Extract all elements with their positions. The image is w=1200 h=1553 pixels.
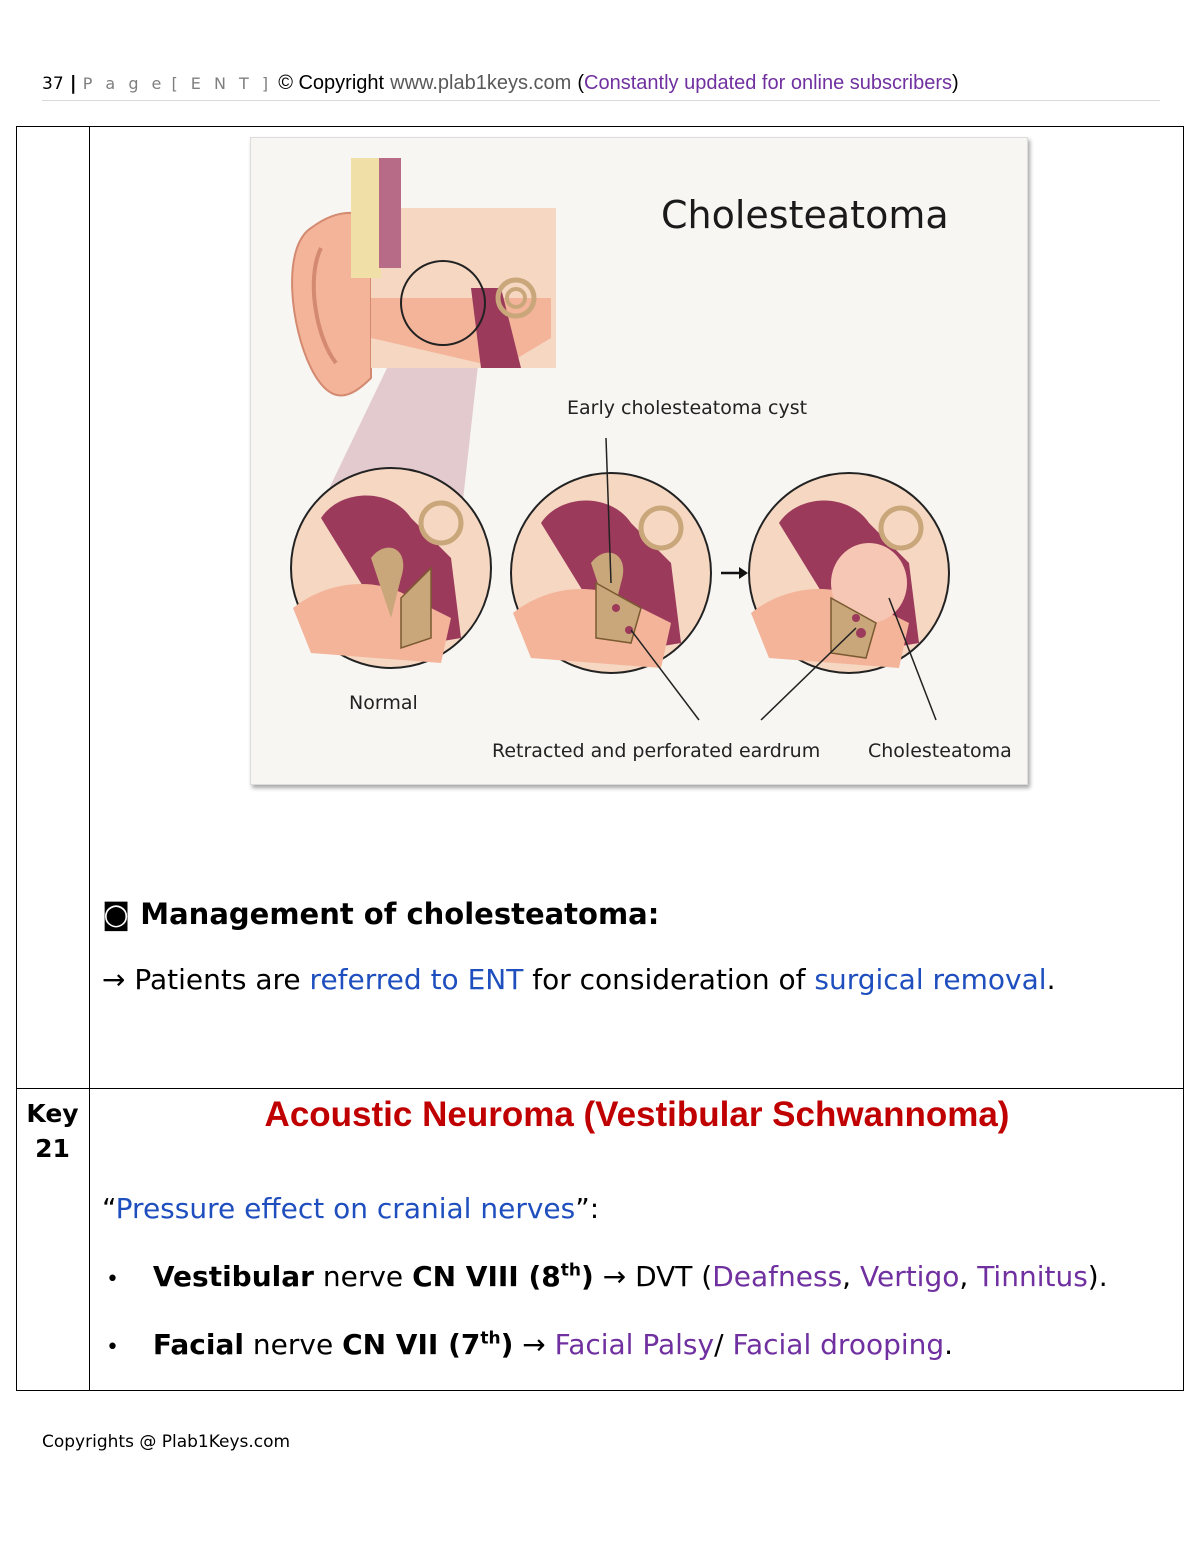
- pressure-effect-text: Pressure effect on cranial nerves: [115, 1192, 576, 1225]
- key-word: Key: [26, 1099, 79, 1128]
- arrow-icon: →: [522, 1328, 546, 1361]
- page-footer: Copyrights @ Plab1Keys.com: [42, 1432, 291, 1452]
- b1-tinnitus: Tinnitus: [977, 1260, 1088, 1293]
- section-title: Acoustic Neuroma (Vestibular Schwannoma): [264, 1095, 1010, 1134]
- paren-open: (: [577, 72, 585, 94]
- quote-close: ”:: [575, 1192, 600, 1225]
- highlight-referred-ent: referred to ENT: [309, 963, 524, 996]
- b2-slash: /: [714, 1328, 724, 1361]
- label-normal: Normal: [349, 692, 418, 714]
- b2-facial-drooping: Facial drooping: [732, 1328, 945, 1361]
- b1-text1: nerve: [322, 1260, 404, 1293]
- copyright-text: © Copyright: [278, 72, 385, 94]
- bullet-facial: • Facial nerve CN VII (7th) → Facial Pal…: [106, 1328, 953, 1361]
- management-text-3: .: [1046, 963, 1056, 996]
- b2-bold1: Facial: [152, 1328, 244, 1361]
- b1-comma1: ,: [842, 1260, 852, 1293]
- bullet-icon: ◙: [102, 897, 131, 931]
- arrow-icon: →: [102, 963, 126, 996]
- table-row-divider: [16, 1088, 1184, 1089]
- label-early-cyst: Early cholesteatoma cyst: [567, 397, 808, 419]
- key-number: 21: [35, 1134, 70, 1163]
- b2-bold3: ): [500, 1328, 514, 1361]
- b2-end: .: [944, 1328, 954, 1361]
- b1-bold2: CN VIII (8: [412, 1260, 561, 1293]
- bullet-vestibular: • Vestibular nerve CN VIII (8th) → DVT (…: [106, 1260, 1108, 1293]
- page-number: 37: [42, 74, 64, 94]
- section-tag: [ E N T ]: [171, 74, 273, 93]
- arrow-icon: →: [602, 1260, 627, 1293]
- cholesteatoma-figure: Cholesteatoma Early cholesteatoma cyst N…: [250, 137, 1028, 785]
- b1-bold3: ): [580, 1260, 594, 1293]
- b2-sup: th: [480, 1328, 501, 1349]
- site-link[interactable]: www.plab1keys.com: [390, 72, 572, 94]
- paren-close: ): [952, 72, 959, 94]
- bullet-dot-icon: •: [106, 1335, 119, 1360]
- normal-ear-circle: [290, 467, 492, 669]
- management-heading-text: Management of cholesteatoma:: [140, 897, 660, 931]
- b1-comma2: ,: [959, 1260, 969, 1293]
- quote-open: “: [102, 1192, 116, 1225]
- b2-bold2: CN VII (7: [342, 1328, 481, 1361]
- page-word: P a g e: [82, 74, 166, 93]
- key-label: Key 21: [16, 1096, 89, 1166]
- label-retracted-eardrum: Retracted and perforated eardrum: [492, 740, 821, 762]
- label-cholesteatoma: Cholesteatoma: [868, 740, 1012, 762]
- b1-deafness: Deafness: [712, 1260, 843, 1293]
- highlight-surgical-removal: surgical removal: [814, 963, 1047, 996]
- bullet-dot-icon: •: [106, 1267, 119, 1292]
- management-text-1: Patients are: [134, 963, 301, 996]
- cholesteatoma-circle: [748, 472, 950, 674]
- management-heading: ◙ Management of cholesteatoma:: [102, 897, 659, 931]
- b1-bold1: Vestibular: [152, 1260, 314, 1293]
- header-separator: |: [69, 72, 77, 94]
- management-text-2: for consideration of: [532, 963, 806, 996]
- b1-sup: th: [560, 1260, 581, 1281]
- updated-note: Constantly updated for online subscriber…: [584, 72, 953, 94]
- b1-end: ).: [1087, 1260, 1108, 1293]
- b2-text1: nerve: [252, 1328, 334, 1361]
- pressure-effect-line: “Pressure effect on cranial nerves”:: [102, 1192, 599, 1225]
- content-table: [16, 126, 1184, 1391]
- figure-title: Cholesteatoma: [661, 193, 949, 237]
- table-column-divider: [89, 126, 90, 1391]
- b1-vertigo: Vertigo: [859, 1260, 960, 1293]
- b1-text2: DVT (: [635, 1260, 713, 1293]
- ear-illustration: [290, 158, 950, 721]
- management-text: → Patients are referred to ENT for consi…: [102, 963, 1055, 996]
- page-header: 37 | P a g e [ E N T ] © Copyright www.p…: [42, 72, 1160, 101]
- b2-facial-palsy: Facial Palsy: [554, 1328, 715, 1361]
